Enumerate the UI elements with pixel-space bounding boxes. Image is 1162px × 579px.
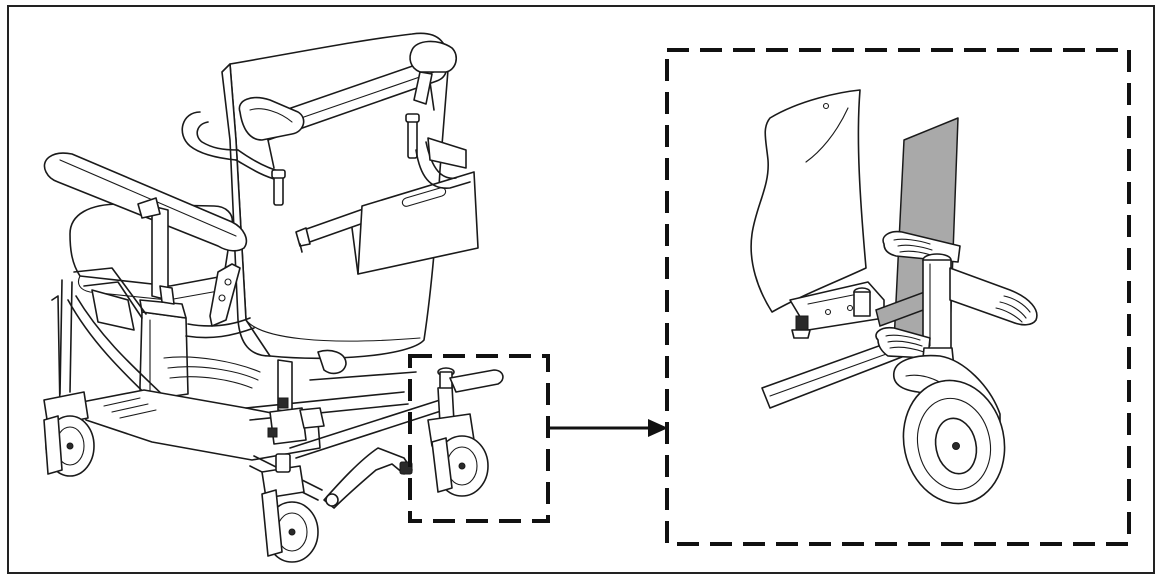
caster-wheel-detail <box>902 379 1006 505</box>
caster-rear-left <box>43 391 95 477</box>
callout-box-large <box>665 48 1131 546</box>
caster-front-left <box>261 453 319 563</box>
footrest-plate-right <box>949 267 1038 326</box>
base-platform <box>81 389 321 461</box>
wheelchair-overview <box>43 32 550 563</box>
handle-knob-right <box>409 40 458 73</box>
detail-view <box>665 48 1131 546</box>
rear-flap <box>357 171 479 275</box>
footrest-pedal-small <box>449 369 504 393</box>
actuator-column <box>139 311 189 401</box>
handle-grip-left <box>238 96 305 141</box>
callout-arrow <box>550 419 668 437</box>
callout-box-small <box>408 354 550 523</box>
caster-front-right <box>427 367 504 497</box>
